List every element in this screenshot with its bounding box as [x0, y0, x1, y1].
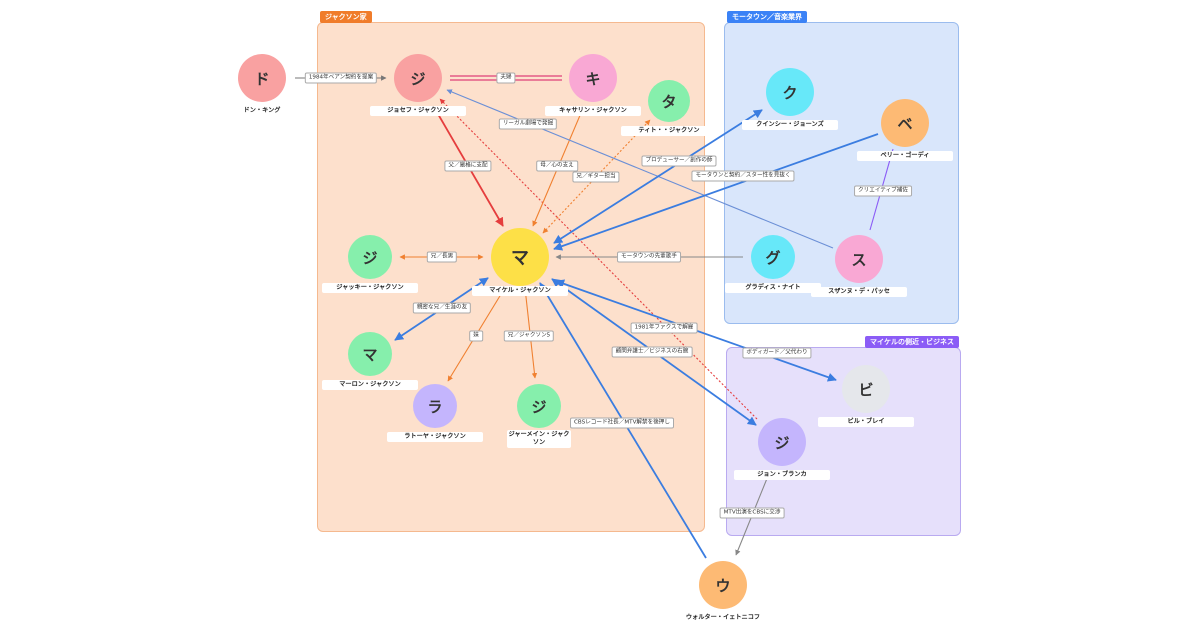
edge-label-11: モータウンの先輩歌手 — [617, 251, 681, 263]
node-label-walter: ウォルター・イェトニコフ — [675, 613, 771, 623]
node-label-tito: ティト・・ジャクソン — [621, 126, 717, 136]
edge-label-9: クリエイティブ補佐 — [854, 185, 912, 197]
node-don[interactable]: ド — [238, 54, 286, 102]
node-berry[interactable]: ベ — [881, 99, 929, 147]
edge-label-5: 兄／ギター担当 — [572, 171, 620, 183]
edge-label-1: 夫婦 — [496, 72, 516, 84]
node-joseph[interactable]: ジ — [394, 54, 442, 102]
node-label-gladys: グラディス・ナイト — [725, 283, 821, 293]
node-label-don: ドン・キング — [214, 106, 310, 116]
edge-label-10: 兄／長男 — [426, 251, 458, 263]
edge-label-12: 親密な兄／生涯の友 — [412, 302, 472, 314]
node-gladys[interactable]: グ — [751, 235, 795, 279]
node-katherine[interactable]: キ — [569, 54, 617, 102]
group-title-jackson: ジャクソン家 — [320, 11, 372, 23]
node-label-marlon: マーロン・ジャクソン — [322, 380, 418, 390]
node-john[interactable]: ジ — [758, 418, 806, 466]
edge-label-15: 1981年ファクスで解雇 — [630, 322, 698, 334]
node-label-katherine: キャサリン・ジャクソン — [545, 106, 641, 116]
edge-label-17: ボディガード／父代わり — [742, 347, 812, 359]
edge-label-19: MTV出演をCBSに交渉 — [719, 507, 785, 519]
edge-label-6: リーガル劇場で発掘 — [498, 118, 558, 130]
edge-label-16: 顧問弁護士／ビジネスの右腕 — [611, 346, 693, 358]
node-label-bill: ビル・ブレイ — [818, 417, 914, 427]
node-label-john: ジョン・ブランカ — [734, 470, 830, 480]
edge-line-8 — [553, 133, 879, 251]
node-label-quincy: クインシー・ジョーンズ — [742, 120, 838, 130]
edge-label-13: 妹 — [469, 330, 483, 342]
edge-label-0: 1984年ベアン契約を提案 — [304, 72, 378, 84]
edge-line-3 — [439, 98, 758, 420]
edge-label-14: 兄／ジャクソン5 — [503, 330, 555, 342]
node-marlon[interactable]: マ — [348, 332, 392, 376]
edge-label-4: 母／心の支え — [536, 160, 578, 172]
edge-label-7: プロデューサー／創作の師 — [641, 155, 717, 167]
node-tito[interactable]: タ — [648, 80, 690, 122]
group-title-business: マイケルの側近・ビジネス — [865, 336, 959, 348]
node-michael[interactable]: マ — [491, 228, 549, 286]
node-quincy[interactable]: ク — [766, 68, 814, 116]
node-latoya[interactable]: ラ — [413, 384, 457, 428]
node-suzanne[interactable]: ス — [835, 235, 883, 283]
node-bill[interactable]: ビ — [842, 365, 890, 413]
edge-line-7 — [553, 109, 763, 244]
node-label-jackie: ジャッキー・ジャクソン — [322, 283, 418, 293]
node-jermaine[interactable]: ジ — [517, 384, 561, 428]
node-label-jermaine: ジャーメイン・ジャクソン — [507, 430, 571, 448]
group-title-motown: モータウン／音楽業界 — [727, 11, 807, 23]
node-jackie[interactable]: ジ — [348, 235, 392, 279]
node-label-michael: マイケル・ジャクソン — [472, 286, 568, 296]
node-label-joseph: ジョセフ・ジャクソン — [370, 106, 466, 116]
node-label-berry: ベリー・ゴーディ — [857, 151, 953, 161]
edge-label-8: モータウンと契約／スター性を見抜く — [691, 170, 795, 182]
edge-label-18: CBSレコード社長／MTV解禁を後押し — [570, 417, 674, 429]
edge-label-2: 父／厳格に支配 — [444, 160, 492, 172]
node-walter[interactable]: ウ — [699, 561, 747, 609]
node-label-latoya: ラトーヤ・ジャクソン — [387, 432, 483, 442]
node-label-suzanne: スザンヌ・デ・パッセ — [811, 287, 907, 297]
